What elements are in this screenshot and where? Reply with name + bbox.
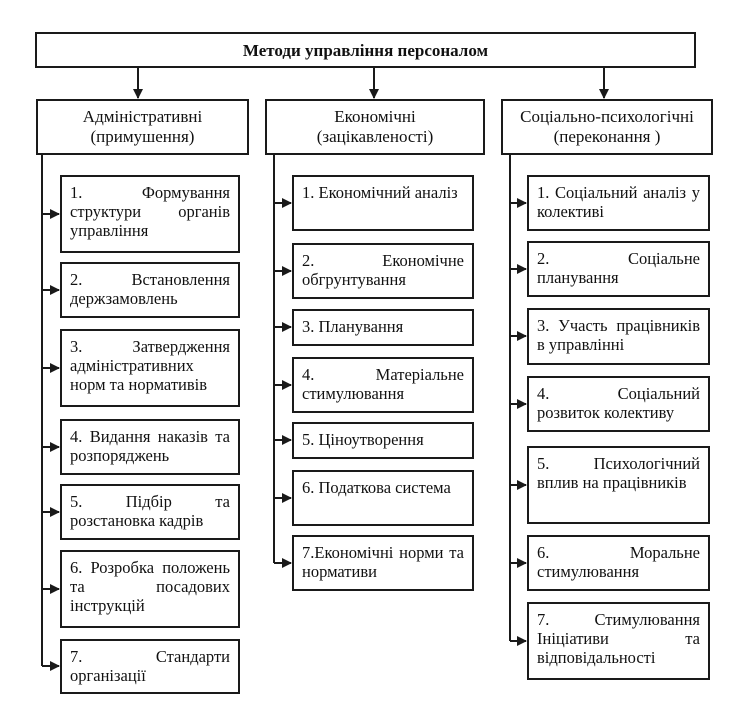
root-box: Методи управління персоналом — [35, 32, 696, 68]
item-text: 7. Стимулювання Ініціативи та відповідал… — [537, 610, 700, 667]
admin-item-6: 6. Розробка положень та посадових інстру… — [60, 550, 240, 628]
admin-item-5: 5. Підбір та розстановка кадрів — [60, 484, 240, 540]
item-text: 4. Видання наказів та розпоряджень — [70, 427, 230, 465]
item-text: 3. Затвердження адміністративних норм та… — [70, 337, 230, 394]
item-text: 5. Психологічний вплив на працівників — [537, 454, 700, 492]
item-text: 3. Планування — [302, 317, 404, 336]
column-header-administrative: Адміністративні (примушення) — [36, 99, 249, 155]
item-text: 1. Формування структури органів управлін… — [70, 183, 230, 240]
item-text: 4. Матеріальне стимулювання — [302, 365, 464, 403]
column-title: Соціально-психологічні (переконання ) — [520, 107, 694, 146]
econ-item-2: 2. Економічне обгрунтування — [292, 243, 474, 299]
econ-item-3: 3. Планування — [292, 309, 474, 346]
econ-item-1: 1. Економічний аналіз — [292, 175, 474, 231]
item-text: 2. Економічне обгрунтування — [302, 251, 464, 289]
column-title: Адміністративні (примушення) — [82, 107, 203, 146]
item-text: 2. Соціальне планування — [537, 249, 700, 287]
admin-item-1: 1. Формування структури органів управлін… — [60, 175, 240, 253]
column-header-economic: Економічні (зацікавленості) — [265, 99, 485, 155]
column-title: Економічні (зацікавленості) — [316, 107, 434, 146]
social-item-2: 2. Соціальне планування — [527, 241, 710, 297]
item-text: 1. Соціальний аналіз у колективі — [537, 183, 700, 221]
econ-item-4: 4. Матеріальне стимулювання — [292, 357, 474, 413]
item-text: 7.Економічні норми та нормативи — [302, 543, 464, 581]
social-item-6: 6. Моральне стимулювання — [527, 535, 710, 591]
admin-item-2: 2. Встановлення держзамовлень — [60, 262, 240, 318]
item-text: 2. Встановлення держзамовлень — [70, 270, 230, 308]
social-item-7: 7. Стимулювання Ініціативи та відповідал… — [527, 602, 710, 680]
admin-item-7: 7. Стандарти організації — [60, 639, 240, 694]
social-item-3: 3. Участь працівників в управлінні — [527, 308, 710, 365]
econ-item-6: 6. Податкова система — [292, 470, 474, 526]
item-text: 7. Стандарти організації — [70, 647, 230, 685]
admin-item-4: 4. Видання наказів та розпоряджень — [60, 419, 240, 475]
item-text: 4. Соціальний розвиток колективу — [537, 384, 700, 422]
econ-item-7: 7.Економічні норми та нормативи — [292, 535, 474, 591]
item-text: 5. Ціноутворення — [302, 430, 424, 449]
item-text: 6. Розробка положень та посадових інстру… — [70, 558, 230, 615]
root-title: Методи управління персоналом — [242, 40, 489, 60]
econ-item-5: 5. Ціноутворення — [292, 422, 474, 459]
column-header-social-psychological: Соціально-психологічні (переконання ) — [501, 99, 713, 155]
item-text: 6. Податкова система — [302, 478, 451, 497]
item-text: 5. Підбір та розстановка кадрів — [70, 492, 230, 530]
item-text: 6. Моральне стимулювання — [537, 543, 700, 581]
item-text: 3. Участь працівників в управлінні — [537, 316, 700, 354]
item-text: 1. Економічний аналіз — [302, 183, 458, 202]
social-item-5: 5. Психологічний вплив на працівників — [527, 446, 710, 524]
social-item-4: 4. Соціальний розвиток колективу — [527, 376, 710, 432]
admin-item-3: 3. Затвердження адміністративних норм та… — [60, 329, 240, 407]
social-item-1: 1. Соціальний аналіз у колективі — [527, 175, 710, 231]
